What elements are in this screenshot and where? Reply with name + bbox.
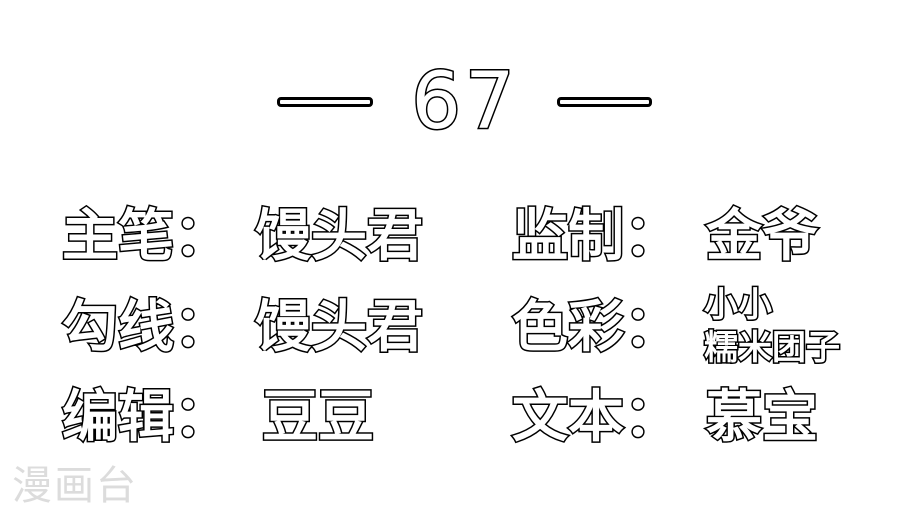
credit-value-color-line1: 小小 [703, 284, 774, 327]
watermark-logo: 漫画台 [12, 463, 138, 509]
credit-label-text: 文本： [511, 384, 682, 451]
credit-value-lineart: 馒头君 [254, 294, 425, 361]
credit-value-supervisor: 金爷 [705, 203, 820, 270]
credit-value-editor: 豆豆 [261, 384, 376, 451]
right-dash [557, 97, 652, 107]
credit-label-supervisor: 监制： [511, 203, 682, 270]
credit-value-text: 慕宝 [705, 384, 820, 451]
credit-label-color: 色彩： [511, 294, 682, 361]
credit-value-color-line2: 糯米团子 [703, 327, 842, 370]
left-dash [277, 97, 373, 107]
credit-label-editor: 编辑： [61, 384, 232, 451]
credit-label-lead-artist: 主笔： [61, 203, 232, 270]
chapter-number: 67 [410, 56, 519, 149]
credit-label-lineart: 勾线： [61, 294, 232, 361]
credit-value-lead-artist: 馒头君 [254, 203, 425, 270]
